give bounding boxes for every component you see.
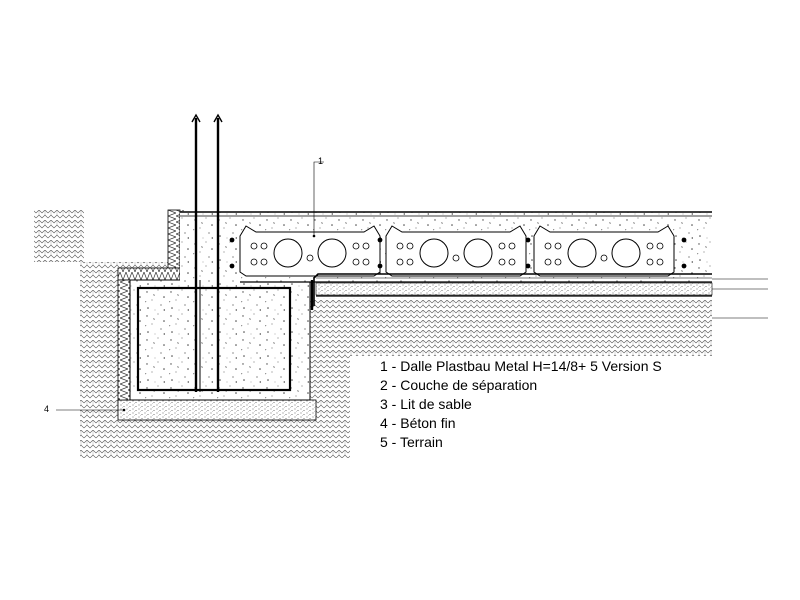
slab-small-void [498,242,506,250]
slab-small-void [352,258,360,266]
slab-small-void [406,242,414,250]
slab-small-void [396,258,404,266]
joint-rebar-dot [681,263,687,269]
slab-small-void [656,258,664,266]
slab-block-3 [533,225,675,277]
callout-1-leader [312,161,324,238]
slab-small-void [554,242,562,250]
slab-hollow-blocks [229,225,687,277]
legend-item-5: 5 - Terrain [380,434,443,450]
slab-small-void [508,242,516,250]
slab-block-2 [385,225,527,277]
fine-concrete-layer [117,399,317,421]
legend-item-3: 3 - Lit de sable [380,396,472,412]
slab-small-void [306,254,314,262]
footing-concrete [129,279,311,401]
callout-1-label: 1 [318,156,324,166]
insulation-horizontal-top [117,267,181,281]
slab-void-2-1 [419,238,449,268]
slab-block-1 [239,225,381,277]
starter-bars [191,113,223,392]
joint-rebar-dot [525,237,531,243]
slab-small-void [508,258,516,266]
slab-small-void [362,258,370,266]
slab-small-void [406,258,414,266]
slab-small-void [396,242,404,250]
slab-small-void [646,242,654,250]
slab-small-void [250,258,258,266]
legend-item-4: 4 - Béton fin [380,415,456,431]
callout-4-leader [56,408,126,412]
slab-small-void [260,242,268,250]
slab-small-void [362,242,370,250]
slab-small-void [352,242,360,250]
joint-rebar-dot [377,263,383,269]
joint-rebar-dot [377,237,383,243]
slab-small-void [656,242,664,250]
joint-rebar-dot [229,237,235,243]
slab-void-3-1 [567,238,597,268]
slab-small-void [452,254,460,262]
joint-rebar-dot [229,263,235,269]
slab-void-2-2 [463,238,493,268]
slab-bottom-rebar [313,273,712,306]
insulation-vertical-footing [117,279,131,401]
slab-small-void [646,258,654,266]
slab-void-1-2 [317,238,347,268]
legend-item-2: 2 - Couche de séparation [380,377,538,393]
joint-rebar-dot [681,237,687,243]
joint-rebar-dot [525,263,531,269]
slab-void-1-1 [273,238,303,268]
terrain [34,210,712,458]
level-lines [712,278,768,319]
slab-small-void [544,242,552,250]
slab-small-void [600,254,608,262]
slab-small-void [260,258,268,266]
legend: 1 - Dalle Plastbau Metal H=14/8+ 5 Versi… [380,357,662,452]
footing-rebar-cage [136,286,292,392]
sand-bed-layer [315,282,713,296]
slab-small-void [544,258,552,266]
slab-small-void [554,258,562,266]
insulation-vertical-left [167,209,181,269]
legend-item-1: 1 - Dalle Plastbau Metal H=14/8+ 5 Versi… [380,358,662,374]
slab-small-void [498,258,506,266]
slab-void-3-2 [611,238,641,268]
callout-4-label: 4 [44,404,50,414]
slab-small-void [250,242,258,250]
